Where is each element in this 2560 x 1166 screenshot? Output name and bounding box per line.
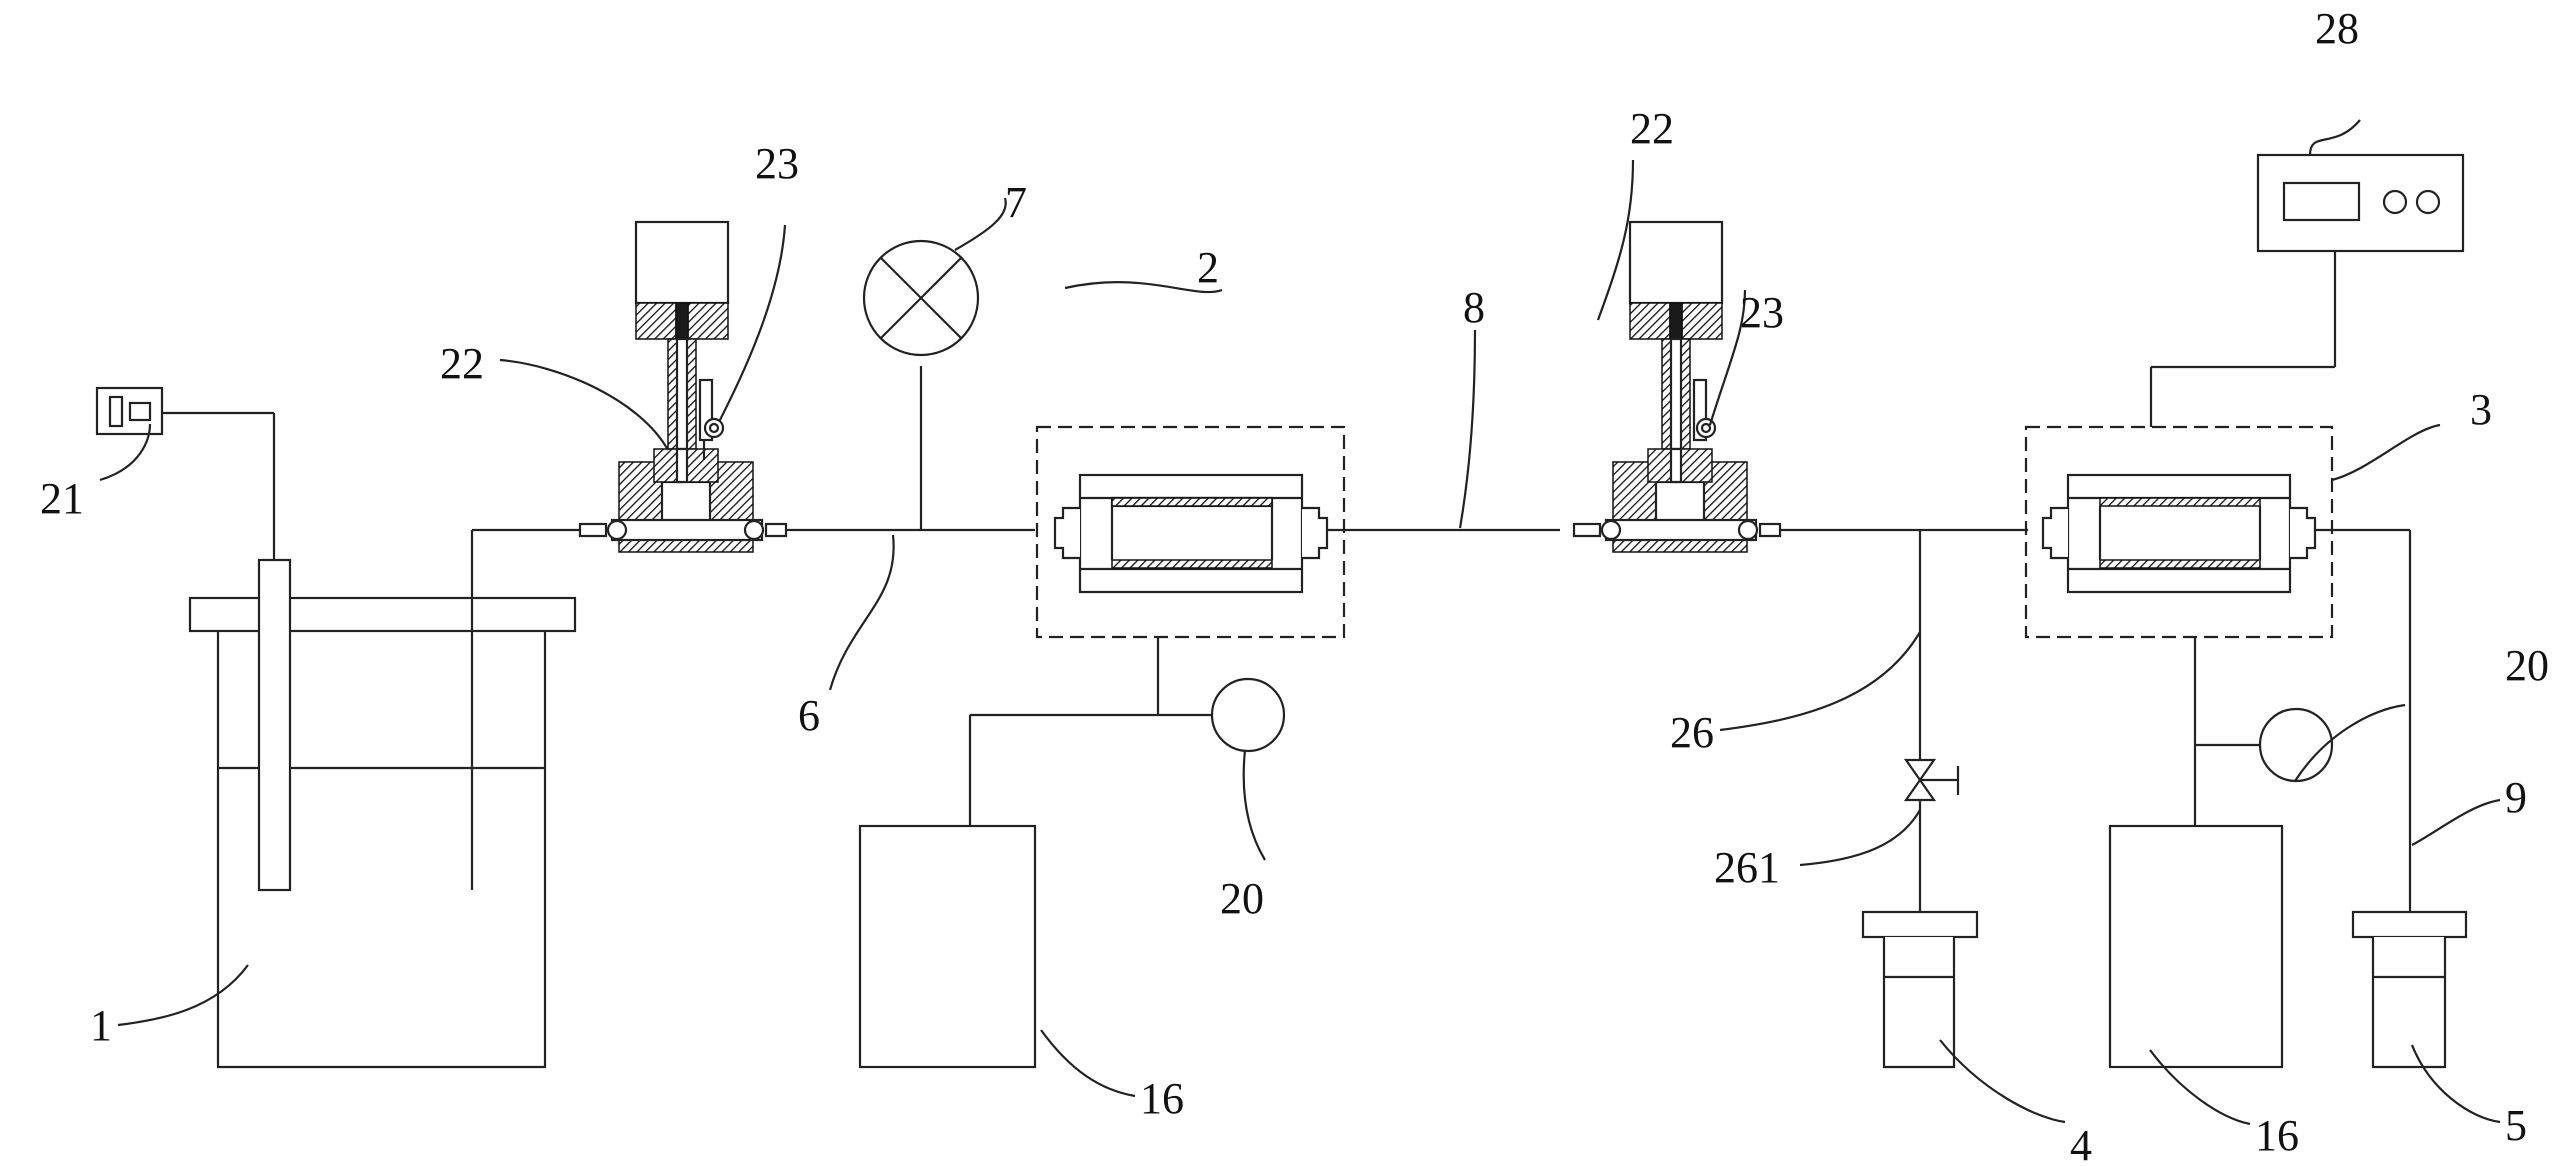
tank-1 xyxy=(162,411,620,1069)
gauge-7 xyxy=(862,239,980,357)
label-28: 28 xyxy=(2315,4,2359,53)
sensor-21 xyxy=(95,386,164,436)
label-23-right: 23 xyxy=(1740,288,1784,337)
label-26: 26 xyxy=(1670,708,1714,757)
labels: 1 2 3 4 5 6 7 8 9 16 16 20 20 21 22 22 2… xyxy=(40,4,2549,1166)
label-3: 3 xyxy=(2470,385,2492,434)
label-21: 21 xyxy=(40,474,84,523)
label-5: 5 xyxy=(2505,1101,2527,1150)
label-6: 6 xyxy=(798,691,820,740)
label-9: 9 xyxy=(2505,773,2527,822)
reactor-3 xyxy=(2024,425,2334,639)
bottle-4 xyxy=(1861,910,1979,1069)
valve-assembly-right xyxy=(1572,220,1782,553)
label-22-left: 22 xyxy=(440,339,484,388)
controller-28 xyxy=(2256,153,2465,253)
label-22-right: 22 xyxy=(1630,104,1674,153)
container-16-left xyxy=(858,824,1037,1069)
container-16-right xyxy=(2108,824,2284,1069)
pump-20-left xyxy=(1210,677,1286,753)
reactor-2 xyxy=(1035,425,1346,639)
label-261: 261 xyxy=(1714,843,1780,892)
label-16-right: 16 xyxy=(2255,1111,2299,1160)
label-20-left: 20 xyxy=(1220,874,1264,923)
label-2: 2 xyxy=(1197,243,1219,292)
pump-20-right xyxy=(2258,707,2334,783)
valve-assembly-left xyxy=(578,220,788,553)
label-8: 8 xyxy=(1463,283,1485,332)
label-20-right: 20 xyxy=(2505,641,2549,690)
label-23-left: 23 xyxy=(755,139,799,188)
label-7: 7 xyxy=(1005,178,1027,227)
valve-261 xyxy=(1903,748,1960,912)
label-1: 1 xyxy=(90,1001,112,1050)
label-16-left: 16 xyxy=(1140,1074,1184,1123)
bottle-5 xyxy=(2351,910,2468,1069)
leader-lines xyxy=(99,119,2501,1126)
label-4: 4 xyxy=(2070,1121,2092,1166)
